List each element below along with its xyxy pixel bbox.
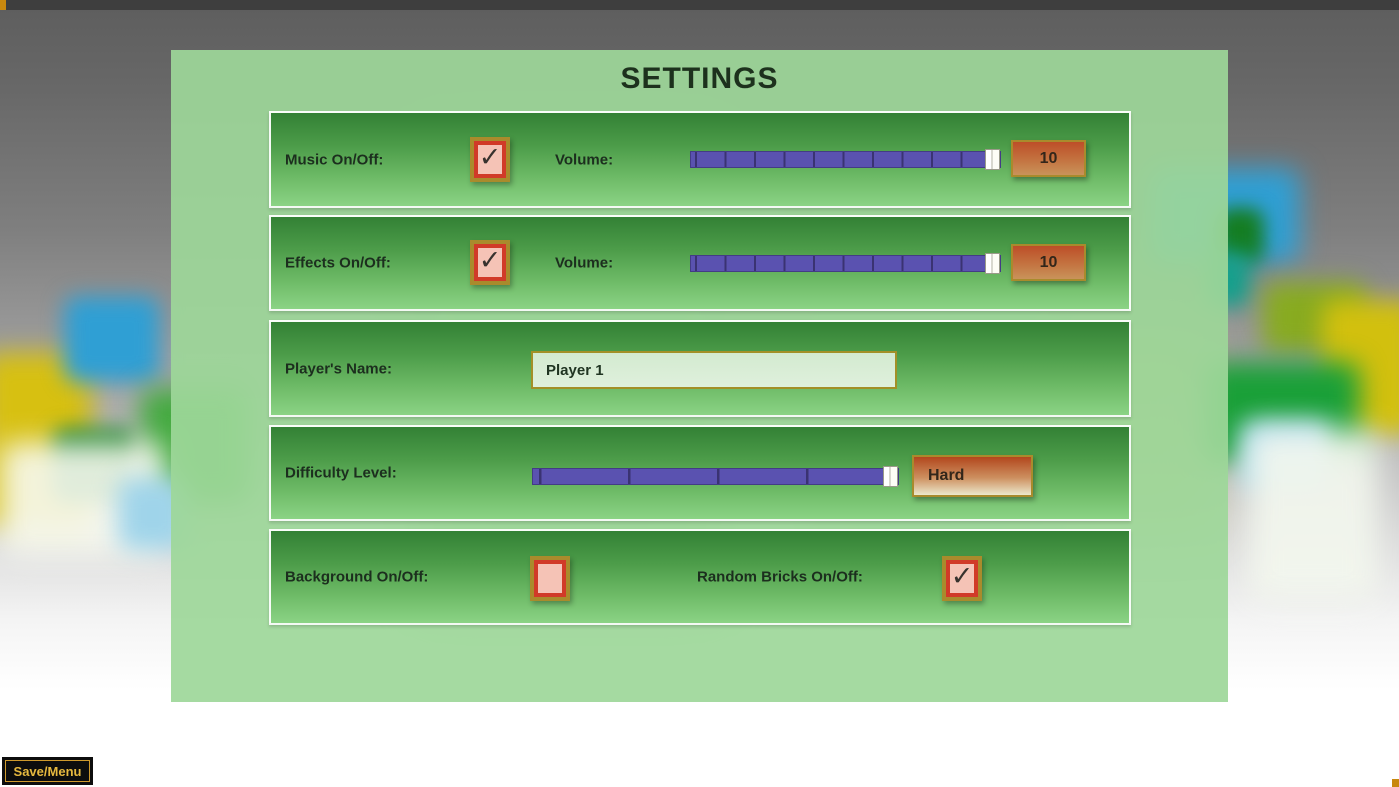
settings-row-player-name: Player's Name: [269,320,1131,417]
player-name-input[interactable] [531,351,897,389]
settings-row-toggles: Background On/Off: Random Bricks On/Off:… [269,529,1131,625]
music-checkbox-box: ✓ [474,141,506,178]
checkmark-icon: ✓ [478,245,502,276]
music-volume-label: Volume: [555,151,614,168]
background-block [1248,430,1378,600]
top-bar [0,0,1399,10]
music-checkbox[interactable]: ✓ [470,137,510,182]
difficulty-value: Hard [912,455,1033,497]
difficulty-slider-thumb[interactable] [883,466,898,487]
page-title: SETTINGS [620,62,779,95]
music-volume-value-text: 10 [1039,149,1058,167]
background-toggle-label: Background On/Off: [285,568,429,586]
difficulty-slider[interactable] [532,466,899,487]
difficulty-value-text: Hard [928,467,965,484]
effects-volume-value: 10 [1011,244,1086,281]
random-bricks-checkbox-box: ✓ [946,560,978,597]
save-menu-button-label: Save/Menu [13,763,82,779]
corner-accent-top-left [0,0,6,10]
background-checkbox-box [534,560,566,597]
background-block [64,296,160,382]
effects-volume-slider[interactable] [690,253,1001,274]
random-bricks-checkbox[interactable]: ✓ [942,556,982,601]
checkmark-icon: ✓ [950,561,974,592]
settings-row-difficulty: Difficulty Level: Hard [269,425,1131,521]
random-bricks-label: Random Bricks On/Off: [697,568,863,586]
effects-label: Effects On/Off: [285,254,391,272]
music-volume-slider-thumb[interactable] [985,149,1000,170]
effects-checkbox-box: ✓ [474,244,506,281]
settings-panel: SETTINGS Music On/Off: ✓ Volume: 10 Effe… [171,50,1228,702]
checkmark-icon: ✓ [478,142,502,173]
background-checkbox[interactable] [530,556,570,601]
music-label: Music On/Off: [285,151,384,168]
difficulty-label: Difficulty Level: [285,464,397,482]
player-name-label: Player's Name: [285,360,392,377]
music-volume-slider[interactable] [690,149,1001,170]
corner-accent-bottom-right [1392,779,1399,787]
settings-row-effects: Effects On/Off: ✓ Volume: 10 [269,215,1131,311]
save-menu-button[interactable]: Save/Menu [2,757,93,785]
effects-checkbox[interactable]: ✓ [470,240,510,285]
effects-volume-label: Volume: [555,254,614,272]
save-menu-button-frame: Save/Menu [5,760,90,782]
effects-volume-value-text: 10 [1039,253,1058,271]
music-volume-value: 10 [1011,140,1086,177]
settings-row-music: Music On/Off: ✓ Volume: 10 [269,111,1131,208]
effects-volume-slider-thumb[interactable] [985,253,1000,274]
